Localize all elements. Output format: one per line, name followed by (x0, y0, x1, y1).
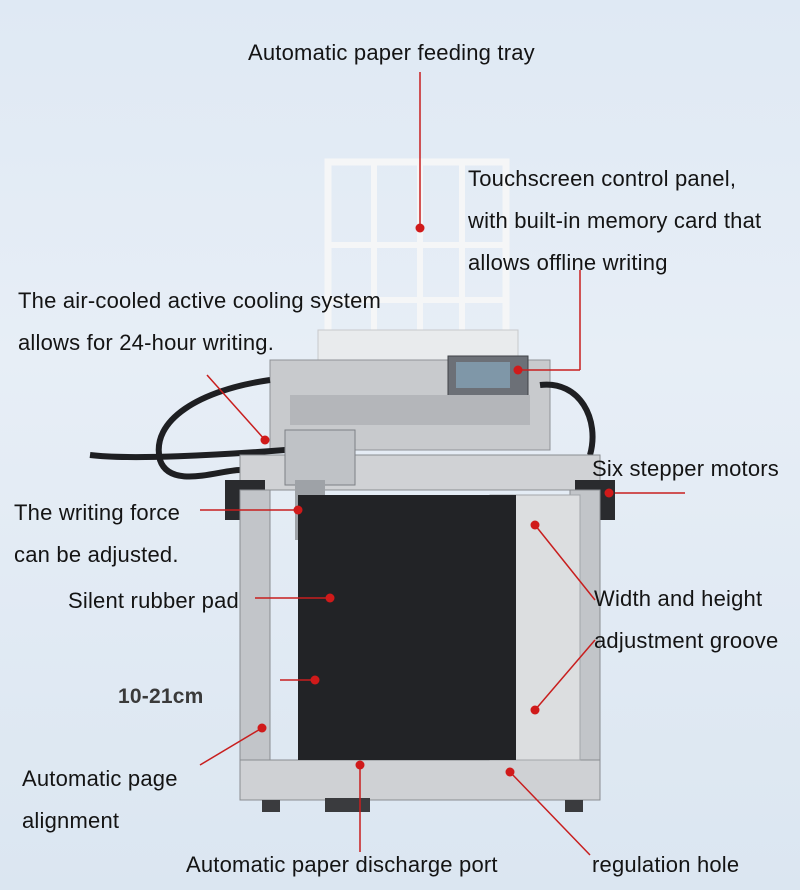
feet (262, 798, 583, 812)
label-stepper: Six stepper motors (592, 456, 780, 481)
label-rubber-pad: Silent rubber pad (68, 588, 239, 613)
label-discharge-port: Automatic paper discharge port (186, 852, 498, 877)
leader-lines (199, 72, 685, 856)
upper-body (269, 355, 551, 451)
label-groove: Width and height adjustment groove (594, 586, 779, 653)
label-paper-tray: Automatic paper feeding tray (248, 40, 535, 65)
label-alignment: Automatic page alignment (22, 766, 178, 833)
label-width-range: 10-21cm (118, 685, 204, 708)
label-touchscreen: Touchscreen control panel, with built-in… (468, 166, 762, 275)
label-cooling: The air-cooled active cooling system all… (18, 288, 382, 355)
label-regulation-hole: regulation hole (592, 852, 740, 877)
marker-dots (257, 223, 614, 777)
rubber-pad (298, 495, 516, 760)
cables (89, 377, 596, 480)
label-writing-force: The writing force can be adjusted. (14, 500, 181, 567)
